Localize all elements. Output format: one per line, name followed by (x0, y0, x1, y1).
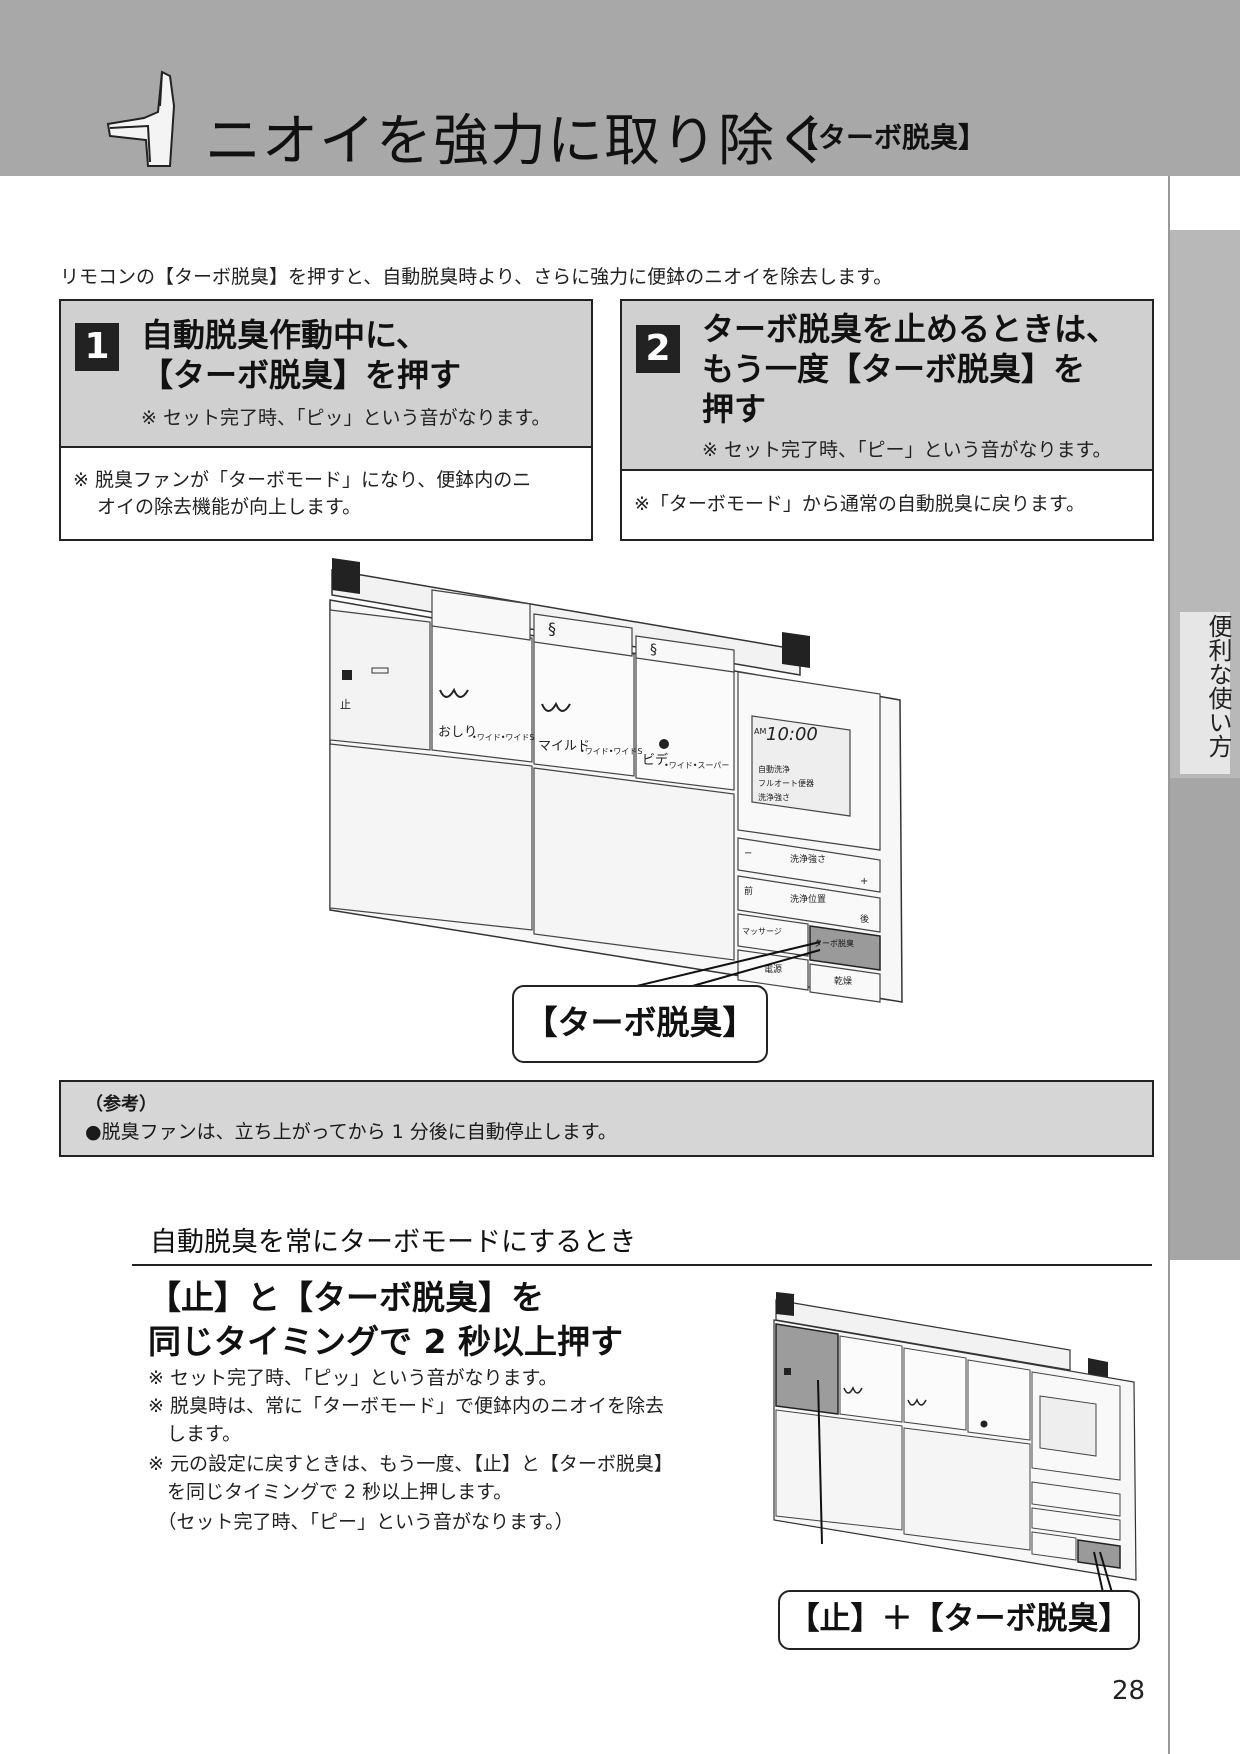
step-1-title-line2: 【ターボ脱臭】を押す (141, 356, 462, 394)
remote-control-illustration: 止 おしり •ワイド•ワイドS マイルド •ワイド•ワイドS ビデ •ワイド•ス… (329, 558, 903, 1003)
remote-display-am: AM (754, 727, 766, 736)
step-2-title-line2: もう一度【ターボ脱臭】を (702, 350, 1086, 388)
side-tab-label: 便利な使い方 (1180, 612, 1232, 774)
remote-mild-sub: •ワイド•ワイドS (580, 747, 643, 756)
section-note-6: （セット完了時、「ピー」という音がなります。） (148, 1511, 574, 1533)
step-2-box: 2 ターボ脱臭を止めるときは、 もう一度【ターボ脱臭】を 押す ※ セット完了時… (620, 299, 1154, 541)
section-note-2: ※ 脱臭時は、常に「ターボモード」で便鉢内のニオイを除去 (148, 1395, 664, 1417)
page-title-sub: 【ターボ脱臭】 (790, 121, 987, 154)
side-tab-divider (1168, 176, 1170, 1754)
swirl-icon: § (548, 619, 556, 638)
step-1-note: ※ セット完了時、「ピッ」という音がなります。 (141, 407, 551, 429)
remote-wash-position: 洗浄位置 (790, 893, 826, 905)
page-number: 28 (1112, 1676, 1146, 1706)
section-rule (132, 1264, 1152, 1266)
step-1-number: 1 (75, 323, 119, 371)
remote-back: 後 (860, 913, 869, 925)
step-2-title-line1: ターボ脱臭を止めるときは、 (702, 310, 1119, 348)
stop-turbo-callout: 【止】＋【ターボ脱臭】 (778, 1590, 1140, 1650)
section-note-4: ※ 元の設定に戻すときは、もう一度、【止】と【ターボ脱臭】 (148, 1453, 673, 1475)
step-1-body-line1: ※ 脱臭ファンが「ターボモード」になり、便鉢内のニ (73, 469, 532, 491)
remote-oshiri-label: おしり (438, 725, 477, 740)
step-1-title-line1: 自動脱臭作動中に、 (141, 316, 429, 354)
step-2-number: 2 (636, 325, 680, 373)
remote-bidet-sub: •ワイド•スーパー (664, 761, 729, 770)
remote-stop-label: 止 (340, 698, 351, 711)
section-note-5: を同じタイミングで 2 秒以上押します。 (148, 1481, 513, 1503)
page-title: ニオイを強力に取り除く (205, 109, 832, 174)
remote-display-item-1: 自動洗浄 (758, 764, 790, 774)
oshiri-icon (439, 687, 469, 698)
remote-bidet-label: ビデ (642, 752, 668, 768)
bidet-icon (659, 739, 669, 749)
section-note-1: ※ セット完了時、「ピッ」という音がなります。 (148, 1367, 558, 1389)
remote-plus: + (860, 876, 868, 887)
toilet-icon (106, 70, 176, 167)
remote-oshiri-sub: •ワイド•ワイドS (472, 733, 535, 742)
intro-text: リモコンの【ターボ脱臭】を押すと、自動脱臭時より、さらに強力に便鉢のニオイを除去… (60, 266, 893, 288)
remote-minus: − (744, 848, 752, 859)
step-2-note: ※ セット完了時、「ピー」という音がなります。 (702, 439, 1112, 461)
header-band (0, 0, 1240, 176)
remote-control-small-illustration (773, 1292, 1137, 1590)
remote-display-item-2: フルオート便器 (758, 778, 814, 788)
reference-box: （参考） ●脱臭ファンは、立ち上がってから 1 分後に自動停止します。 (59, 1080, 1154, 1157)
section-note-3: します。 (148, 1423, 242, 1445)
step-1-box: 1 自動脱臭作動中に、 【ターボ脱臭】を押す ※ セット完了時、「ピッ」という音… (59, 299, 593, 541)
step-1-body-line2: オイの除去機能が向上します。 (97, 496, 362, 518)
section-heading: 自動脱臭を常にターボモードにするとき (150, 1227, 637, 1258)
remote-display-time: 10:00 (766, 724, 818, 745)
step-2-header (622, 301, 1152, 471)
step-2-body-line1: ※「ターボモード」から通常の自動脱臭に戻ります。 (634, 493, 1086, 515)
step-1-header (61, 301, 591, 448)
step-2-title-line3: 押す (702, 390, 767, 428)
section-title: 【止】と【ターボ脱臭】を 同じタイミングで 2 秒以上押す (148, 1276, 623, 1364)
mild-icon (541, 701, 571, 712)
remote-mild-label: マイルド (538, 739, 590, 754)
remote-turbo-button: ターボ脱臭 (814, 938, 854, 948)
remote-massage: マッサージ (742, 927, 782, 936)
reference-text: ●脱臭ファンは、立ち上がってから 1 分後に自動停止します。 (85, 1121, 617, 1143)
reference-label: （参考） (85, 1094, 157, 1115)
turbo-callout: 【ターボ脱臭】 (512, 985, 768, 1063)
remote-power: 電源 (764, 964, 782, 975)
section-title-line1: 【止】と【ターボ脱臭】を (148, 1278, 544, 1317)
remote-front: 前 (744, 885, 753, 897)
remote-dry: 乾燥 (834, 975, 852, 987)
section-title-line2: 同じタイミングで 2 秒以上押す (148, 1322, 623, 1361)
swirl-icon-2: § (650, 642, 657, 658)
remote-wash-strength: 洗浄強さ (790, 853, 826, 865)
remote-display-item-3: 洗浄強さ (758, 792, 790, 802)
